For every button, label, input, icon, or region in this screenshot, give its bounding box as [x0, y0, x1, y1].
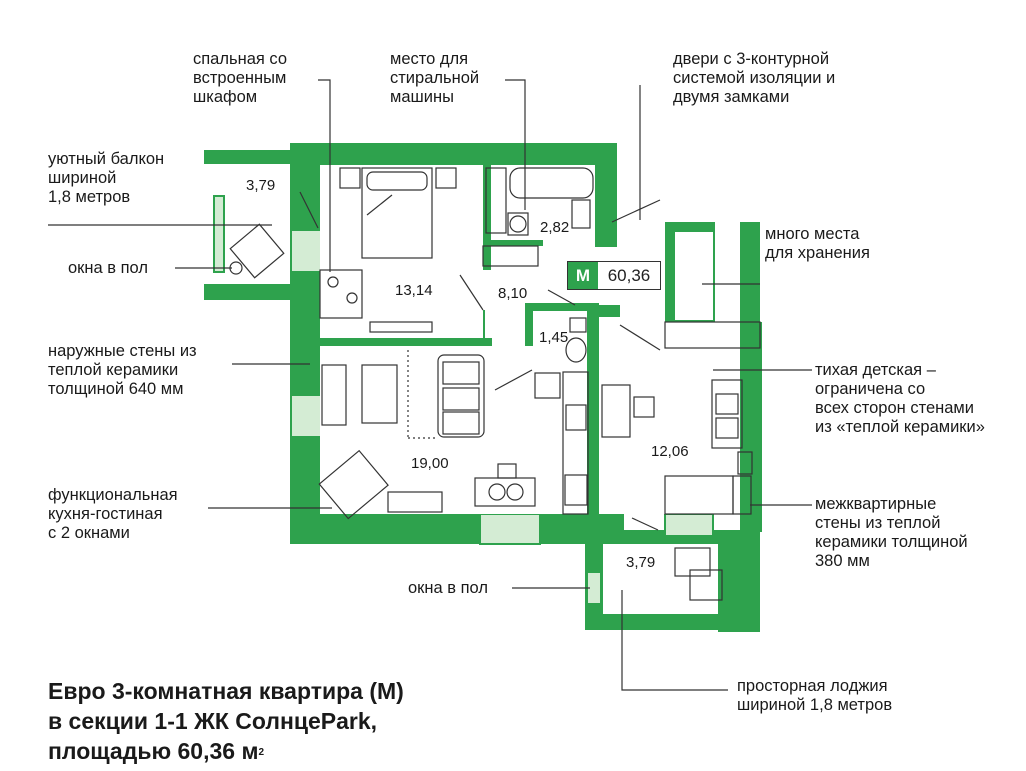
annotation-kitchen: функциональная кухня-гостиная с 2 окнами	[48, 486, 178, 542]
annotation-floor-window-left: окна в пол	[68, 259, 148, 277]
annotation-storage: много места для хранения	[765, 225, 870, 262]
page-title: Евро 3-комнатная квартира (М) в секции 1…	[48, 676, 404, 766]
room-area-bedroom: 13,14	[395, 282, 433, 299]
annotation-inter-walls: межквартирные стены из теплой керамики т…	[815, 495, 968, 570]
furniture	[229, 167, 761, 601]
title-line-3: площадью 60,36 м	[48, 738, 259, 764]
annotation-bedroom: спальная со встроенным шкафом	[193, 50, 288, 106]
area-badge: М 60,36	[567, 261, 661, 290]
annotation-doors: двери с 3-контурной системой изоляции и …	[673, 50, 836, 106]
room-area-hall: 8,10	[498, 285, 527, 302]
room-area-wc: 1,45	[539, 329, 568, 346]
room-area-loggia: 3,79	[626, 554, 655, 571]
annotation-kids-room: тихая детская – ограничена со всех сторо…	[815, 361, 985, 436]
room-area-bath: 2,82	[540, 219, 569, 236]
annotation-floor-window-bottom: окна в пол	[408, 579, 488, 597]
title-line-1: Евро 3-комнатная квартира (М)	[48, 678, 404, 704]
room-area-kids: 12,06	[651, 443, 689, 460]
title-superscript: 2	[258, 747, 265, 758]
annotation-loggia: просторная лоджия шириной 1,8 метров	[737, 677, 893, 714]
annotation-balcony: уютный балкон шириной 1,8 метров	[48, 150, 165, 206]
title-line-2: в секции 1-1 ЖК СолнцеPark,	[48, 708, 378, 734]
annotation-outer-walls: наружные стены из теплой керамики толщин…	[48, 342, 197, 398]
room-area-living: 19,00	[411, 455, 449, 472]
annotation-washer: место для стиральной машины	[390, 50, 480, 106]
badge-letter: М	[568, 262, 598, 289]
badge-area: 60,36	[607, 265, 651, 285]
leader-lines	[48, 79, 812, 691]
room-area-balcony: 3,79	[246, 177, 275, 194]
